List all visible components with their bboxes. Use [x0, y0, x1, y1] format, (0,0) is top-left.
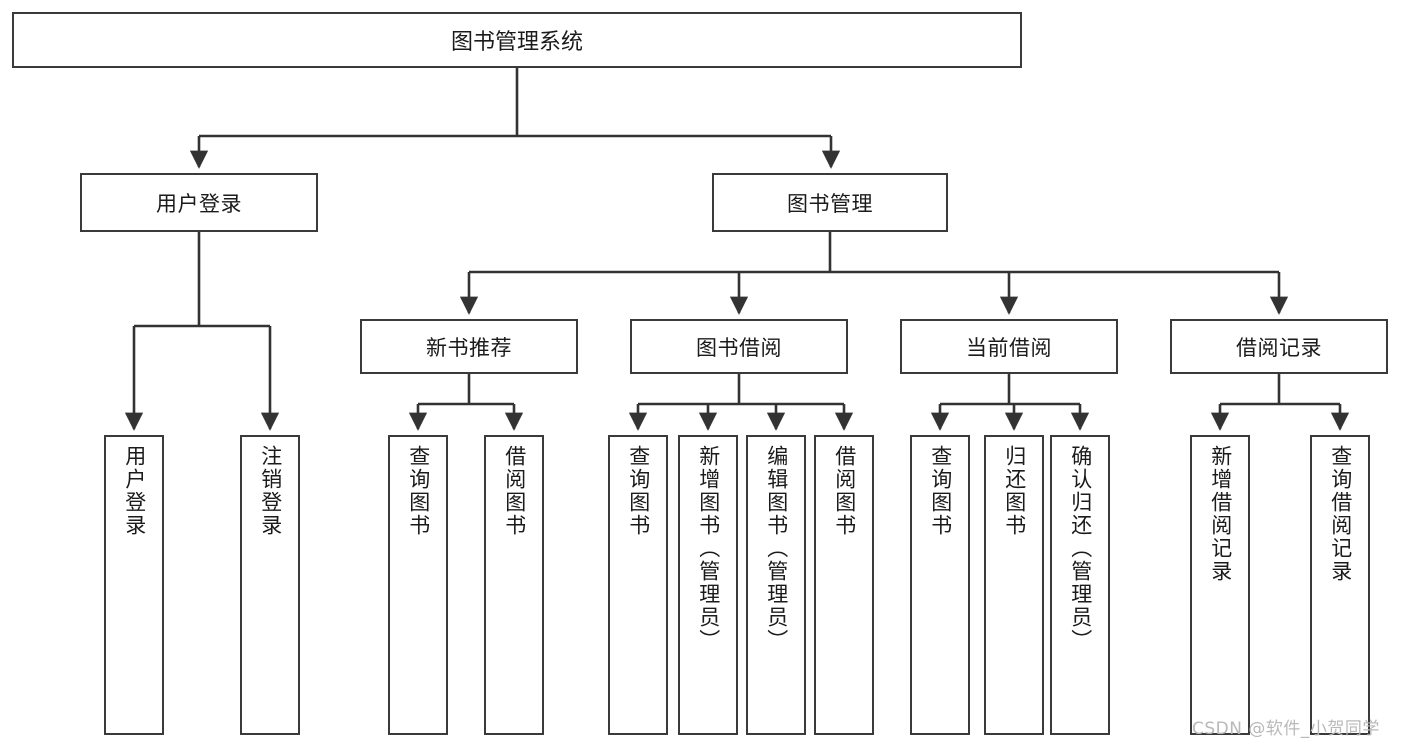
- node-leaf-return-book[interactable]: 归还图书: [984, 435, 1044, 735]
- node-leaf-query-book-2-label: 查询图书: [626, 445, 651, 537]
- node-borrow-record[interactable]: 借阅记录: [1170, 319, 1388, 374]
- csdn-watermark: CSDN @软件_小贺同学: [1192, 719, 1380, 739]
- node-current-borrow-label: 当前借阅: [966, 335, 1052, 360]
- node-root[interactable]: 图书管理系统: [12, 12, 1022, 68]
- node-leaf-user-login-label: 用户登录: [122, 445, 147, 537]
- node-leaf-edit-book-label: 编辑图书（管理员）: [764, 445, 789, 652]
- node-user-login-label: 用户登录: [156, 191, 242, 216]
- node-leaf-add-book[interactable]: 新增图书（管理员）: [678, 435, 738, 735]
- node-root-label: 图书管理系统: [450, 30, 583, 55]
- node-leaf-return-book-label: 归还图书: [1002, 445, 1027, 537]
- node-leaf-logout-label: 注销登录: [258, 445, 283, 537]
- node-current-borrow[interactable]: 当前借阅: [900, 319, 1118, 374]
- node-user-login[interactable]: 用户登录: [80, 173, 318, 232]
- node-leaf-query-record[interactable]: 查询借阅记录: [1310, 435, 1370, 735]
- node-leaf-borrow-book-1[interactable]: 借阅图书: [484, 435, 544, 735]
- node-new-book-recommend[interactable]: 新书推荐: [360, 319, 578, 374]
- node-leaf-query-book-3[interactable]: 查询图书: [910, 435, 970, 735]
- node-leaf-query-book-1[interactable]: 查询图书: [388, 435, 448, 735]
- node-book-manage[interactable]: 图书管理: [712, 173, 948, 232]
- node-leaf-add-record[interactable]: 新增借阅记录: [1190, 435, 1250, 735]
- node-book-manage-label: 图书管理: [787, 191, 873, 216]
- node-leaf-logout[interactable]: 注销登录: [240, 435, 300, 735]
- node-leaf-query-record-label: 查询借阅记录: [1328, 445, 1353, 583]
- node-new-book-recommend-label: 新书推荐: [426, 335, 512, 360]
- node-leaf-user-login[interactable]: 用户登录: [104, 435, 164, 735]
- node-leaf-confirm-return[interactable]: 确认归还（管理员）: [1050, 435, 1110, 735]
- node-borrow-record-label: 借阅记录: [1236, 335, 1322, 360]
- node-leaf-query-book-1-label: 查询图书: [406, 445, 431, 537]
- node-leaf-borrow-book-1-label: 借阅图书: [502, 445, 527, 537]
- node-leaf-query-book-3-label: 查询图书: [928, 445, 953, 537]
- node-leaf-query-book-2[interactable]: 查询图书: [608, 435, 668, 735]
- node-leaf-borrow-book-2[interactable]: 借阅图书: [814, 435, 874, 735]
- node-leaf-add-book-label: 新增图书（管理员）: [696, 445, 721, 652]
- node-leaf-edit-book[interactable]: 编辑图书（管理员）: [746, 435, 806, 735]
- node-book-borrow[interactable]: 图书借阅: [630, 319, 848, 374]
- node-book-borrow-label: 图书借阅: [696, 335, 782, 360]
- node-leaf-confirm-return-label: 确认归还（管理员）: [1068, 445, 1093, 652]
- node-leaf-add-record-label: 新增借阅记录: [1208, 445, 1233, 583]
- node-leaf-borrow-book-2-label: 借阅图书: [832, 445, 857, 537]
